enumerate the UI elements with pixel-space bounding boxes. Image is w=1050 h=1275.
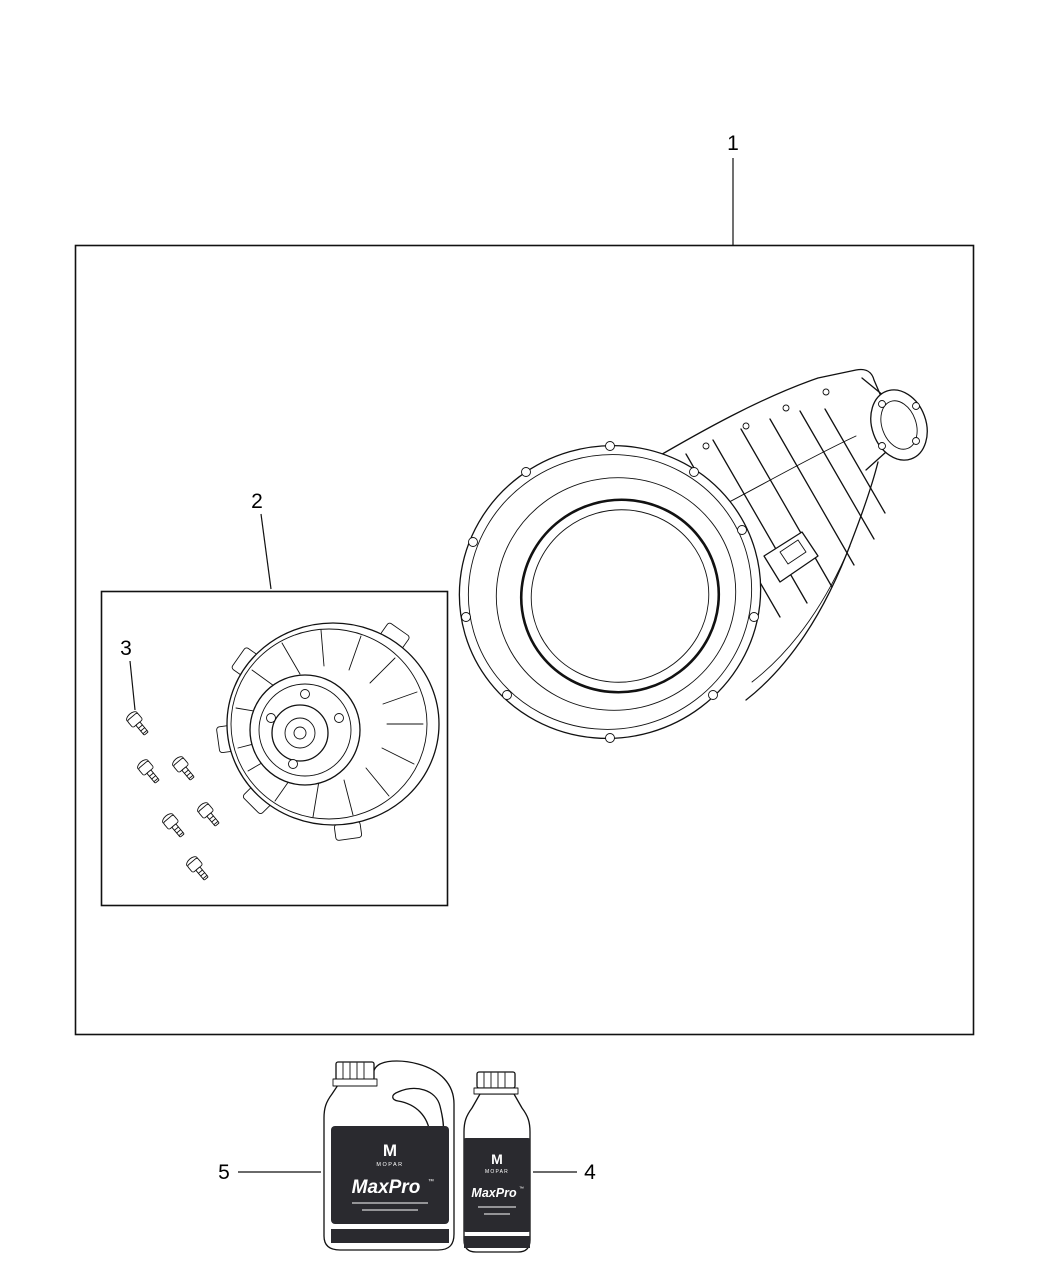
- callout-3-leader: [129, 660, 136, 711]
- case-bolt: [702, 442, 710, 450]
- jug-brand-text: MOPAR: [376, 1162, 403, 1168]
- bottle-product-text: MaxPro: [471, 1186, 517, 1200]
- tail-bolt-hole: [878, 400, 886, 408]
- tail-connector-lines: [861, 377, 887, 471]
- callout-4: 4: [533, 1161, 596, 1184]
- torque-converter: [216, 622, 440, 841]
- flange-bolt-hole: [605, 441, 615, 451]
- mopar-logo: M: [383, 1141, 397, 1160]
- bottle-label-detail-lines: [478, 1206, 516, 1215]
- pilot-stud: [288, 759, 298, 769]
- output-flange: [870, 389, 928, 461]
- mount-bracket-inner: [779, 539, 807, 565]
- mopar-logo: M: [491, 1151, 503, 1167]
- flange-bolt-hole: [502, 690, 512, 700]
- callout-4-number: 4: [584, 1161, 596, 1184]
- jug-cap-ridges: [342, 1062, 365, 1080]
- case-bolt: [822, 388, 830, 396]
- callout-5: 5: [218, 1161, 321, 1184]
- bell-opening-inner: [530, 509, 710, 683]
- callout-5-number: 5: [218, 1161, 230, 1184]
- jug-trademark: ™: [428, 1178, 434, 1185]
- flange-bolt-hole: [461, 612, 471, 622]
- bell-opening-outer: [519, 498, 721, 694]
- bolt: [170, 754, 198, 784]
- jug-bottom-band: [331, 1229, 449, 1243]
- tail-housing: [861, 377, 928, 471]
- callout-3: 3: [120, 637, 136, 711]
- bottle-cap-collar: [473, 1087, 519, 1095]
- bell-flange-bolt-holes: [461, 441, 759, 743]
- bottle-cap-ridges: [483, 1072, 506, 1088]
- flange-bolt-hole: [468, 537, 478, 547]
- bottle-cap: [476, 1071, 516, 1089]
- tail-bolt-hole: [878, 442, 886, 450]
- flange-bolt-hole: [605, 733, 615, 743]
- flange-bolt-hole: [521, 467, 531, 477]
- bottle-brand-text: MOPAR: [485, 1169, 509, 1175]
- callout-1: 1: [727, 132, 739, 246]
- torque-converter-frame: [100, 590, 449, 907]
- converter-hub-mid: [284, 717, 316, 749]
- callout-1-number: 1: [727, 132, 739, 155]
- case-top-bolts: [702, 388, 830, 450]
- oil-pan-line: [751, 545, 851, 683]
- jug-cap: [335, 1061, 375, 1081]
- bolt: [184, 854, 212, 884]
- bolt: [195, 800, 223, 830]
- converter-hub-pilot: [293, 726, 307, 740]
- callout-2: 2: [251, 490, 272, 590]
- flange-bolt-hole: [708, 690, 718, 700]
- transmission-assembly: [458, 368, 928, 743]
- callout-2-number: 2: [251, 490, 263, 513]
- gallon-jug: M MOPAR MaxPro ™: [323, 1060, 455, 1251]
- bolt: [160, 811, 188, 841]
- bottle-trademark: ™: [519, 1186, 524, 1192]
- jug-product-text: MaxPro: [352, 1177, 421, 1198]
- bell-flange-inner-edge: [467, 454, 753, 730]
- flange-bolt-hole: [737, 525, 747, 535]
- converter-shell-rim: [230, 628, 428, 820]
- flange-bolt-hole: [689, 467, 699, 477]
- pilot-stud: [334, 713, 344, 723]
- tail-bolt-hole: [912, 437, 920, 445]
- flange-bolt-hole: [749, 612, 759, 622]
- pilot-stud: [300, 689, 310, 699]
- bolt: [124, 709, 152, 739]
- jug-label-detail-lines: [352, 1202, 428, 1211]
- jug-label: [331, 1126, 449, 1224]
- bottle-bottom-band: [464, 1236, 530, 1248]
- callout-3-number: 3: [120, 637, 132, 660]
- bell-rim: [495, 477, 737, 711]
- case-bottom-outline: [745, 461, 879, 701]
- tail-bolt-hole: [912, 402, 920, 410]
- bolt: [135, 757, 163, 787]
- case-top-outline: [651, 368, 881, 461]
- output-flange-inner: [880, 400, 918, 450]
- mount-bracket: [763, 531, 819, 583]
- main-frame: [74, 244, 975, 1036]
- bottle-label: [464, 1138, 530, 1232]
- jug-cap-collar: [332, 1078, 378, 1087]
- converter-studs: [266, 689, 344, 769]
- case-bolt: [782, 404, 790, 412]
- quart-bottle: M MOPAR MaxPro ™: [463, 1071, 531, 1253]
- bolt-set: [124, 709, 223, 884]
- bell-flange: [458, 444, 762, 740]
- callout-2-leader: [260, 513, 272, 590]
- converter-front-plate-inner: [258, 683, 352, 777]
- pilot-stud: [266, 713, 276, 723]
- case-bolt: [742, 422, 750, 430]
